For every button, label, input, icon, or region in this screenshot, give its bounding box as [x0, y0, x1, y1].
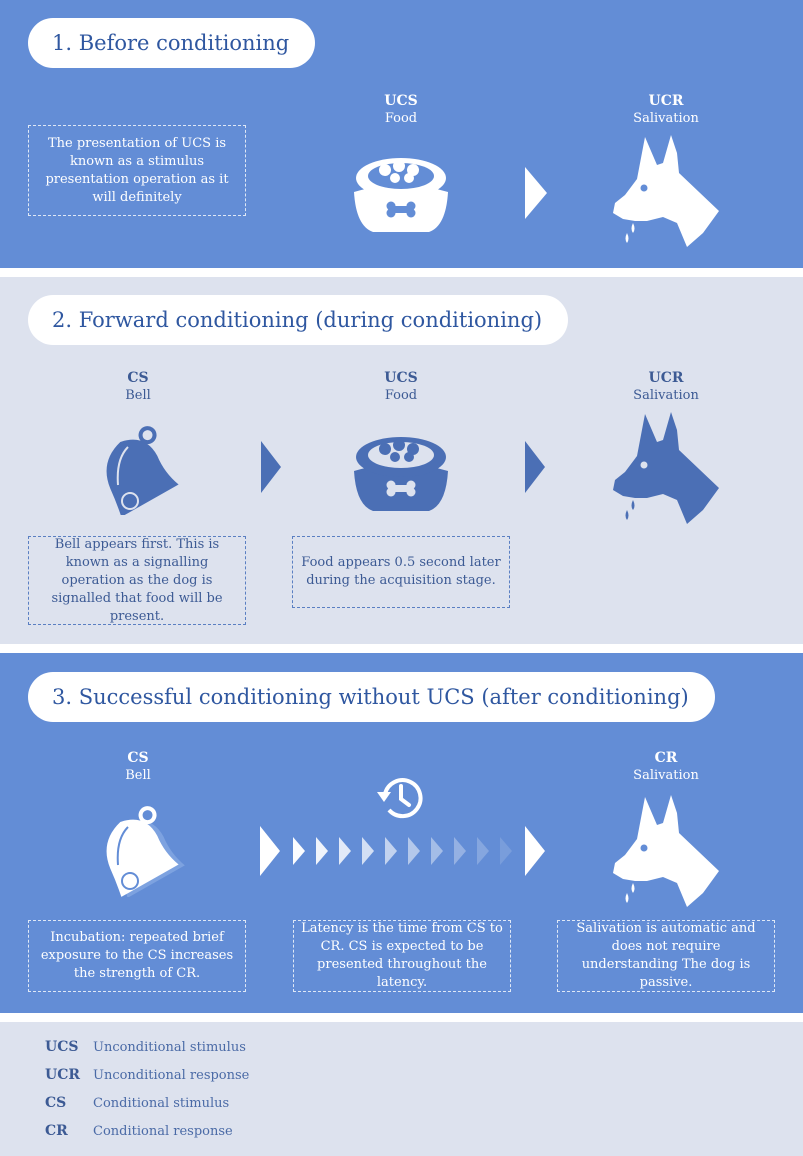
- ucr-label: Salivation: [633, 388, 699, 403]
- legend-abbr: CS: [45, 1095, 67, 1111]
- forward-conditioning-section: 2. Forward conditioning (during conditio…: [0, 277, 803, 644]
- ucr-abbr: UCR: [648, 370, 684, 386]
- ucs-label: Food: [384, 388, 418, 403]
- cs-abbr: CS: [127, 370, 149, 386]
- cs-caption: CS Bell: [48, 749, 228, 785]
- legend-abbr: UCR: [45, 1067, 80, 1083]
- arrow-right-icon: [525, 441, 545, 493]
- ucs-caption: UCS Food: [311, 369, 491, 405]
- before-conditioning-section: 1. Before conditioning UCS Food UCR Sali…: [0, 0, 803, 268]
- note-box-salivation: Salivation is automatic and does not req…: [557, 920, 775, 992]
- legend-abbr: CR: [45, 1123, 68, 1139]
- section-title: 2. Forward conditioning (during conditio…: [28, 295, 569, 345]
- after-conditioning-section: 3. Successful conditioning without UCS (…: [0, 653, 803, 1013]
- legend-desc: Conditional stimulus: [93, 1096, 230, 1111]
- legend-desc: Conditional response: [93, 1124, 233, 1139]
- cr-label: Salivation: [633, 768, 699, 783]
- cr-abbr: CR: [654, 750, 678, 766]
- arrow-right-icon: [261, 441, 281, 493]
- ucs-abbr: UCS: [384, 93, 418, 109]
- legend-desc: Unconditional response: [93, 1068, 250, 1083]
- clock-history-icon: [377, 778, 423, 819]
- ucs-label: Food: [384, 111, 418, 126]
- legend-item: UCS Unconditional stimulus: [45, 1039, 246, 1055]
- ucs-abbr: UCS: [384, 370, 418, 386]
- fading-arrows-icon: [260, 826, 545, 876]
- bell-icon: [106, 426, 179, 515]
- legend-item: CS Conditional stimulus: [45, 1095, 229, 1111]
- dog-salivating-icon: [613, 135, 719, 247]
- note-box-latency: Latency is the time from CS to CR. CS is…: [293, 920, 511, 992]
- cr-caption: CR Salivation: [576, 749, 756, 785]
- food-bowl-icon: [354, 437, 448, 511]
- section-title: 3. Successful conditioning without UCS (…: [28, 672, 715, 722]
- legend-desc: Unconditional stimulus: [93, 1040, 246, 1055]
- note-box-bell: Bell appears first. This is known as a s…: [28, 536, 246, 625]
- ucr-label: Salivation: [633, 111, 699, 126]
- food-bowl-icon: [354, 158, 448, 232]
- cs-label: Bell: [125, 768, 151, 783]
- ringing-bell-icon: [106, 806, 185, 897]
- section-title: 1. Before conditioning: [28, 18, 316, 68]
- note-box: The presentation of UCS is known as a st…: [28, 125, 246, 216]
- ucr-abbr: UCR: [648, 93, 684, 109]
- ucr-caption: UCR Salivation: [576, 92, 756, 128]
- cs-label: Bell: [125, 388, 151, 403]
- cs-caption: CS Bell: [48, 369, 228, 405]
- legend-abbr: UCS: [45, 1039, 79, 1055]
- dog-salivating-icon: [613, 412, 719, 524]
- note-box-food: Food appears 0.5 second later during the…: [292, 536, 510, 608]
- dog-salivating-icon: [613, 795, 719, 907]
- legend-item: CR Conditional response: [45, 1123, 233, 1139]
- arrow-right-icon: [525, 167, 547, 219]
- cs-abbr: CS: [127, 750, 149, 766]
- ucr-caption: UCR Salivation: [576, 369, 756, 405]
- ucs-caption: UCS Food: [311, 92, 491, 128]
- legend-section: UCS Unconditional stimulus UCR Uncondition…: [0, 1022, 803, 1156]
- legend-item: UCR Unconditional response: [45, 1067, 249, 1083]
- note-box-incubation: Incubation: repeated brief exposure to t…: [28, 920, 246, 992]
